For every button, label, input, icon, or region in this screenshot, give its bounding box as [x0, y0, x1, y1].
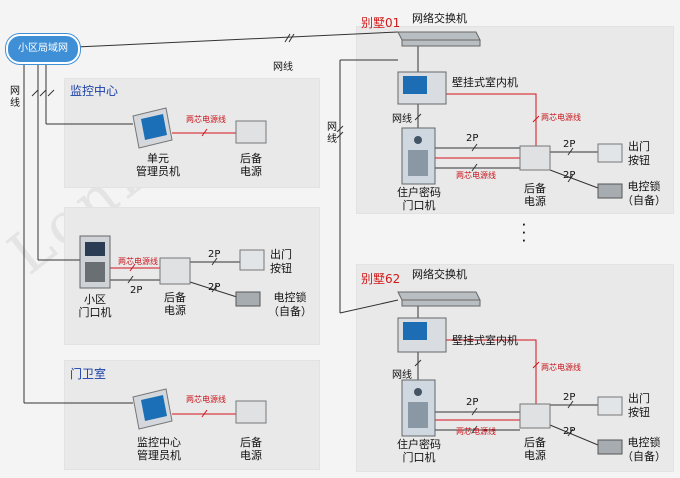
two-p-label-exit: 2P	[208, 249, 221, 260]
lock-label-v1: 电控锁 （自备）	[622, 180, 666, 207]
exit-button-label-v62: 出门 按钮	[628, 392, 650, 419]
exit-button-label-community: 出门 按钮	[270, 248, 292, 275]
power-wire-label-community: 两芯电源线	[118, 257, 158, 266]
two-p-label-v62-b: 2P	[563, 392, 576, 403]
villa-ellipsis: · · ·	[522, 220, 526, 247]
lan-cable-label-left: 网线	[10, 86, 20, 109]
backup-power-label-community: 后备 电源	[164, 291, 186, 317]
lock-label-community: 电控锁 （自备）	[268, 291, 312, 318]
power-wire-label-v1-door: 两芯电源线	[456, 171, 496, 180]
two-p-label-community: 2P	[130, 285, 143, 296]
guard-admin-console-illustration	[132, 388, 173, 430]
indoor-label-v1: 壁挂式室内机	[452, 76, 518, 89]
villa62-cable-label: 网线	[392, 370, 412, 381]
indoor-label-v62: 壁挂式室内机	[452, 334, 518, 347]
power-wire-label-v62-door: 两芯电源线	[456, 427, 496, 436]
community-door-station-illustration	[79, 235, 111, 289]
two-p-label-v1-c: 2P	[563, 170, 576, 181]
resident-door-label-v62: 住户密码 门口机	[397, 438, 441, 464]
monitor-admin-label: 监控中心 管理员机	[137, 436, 181, 462]
switch-label-v62: 网络交换机	[412, 268, 467, 281]
guard-room-zone	[64, 360, 320, 470]
exit-button-label-v1: 出门 按钮	[628, 140, 650, 167]
two-p-label-v62-a: 2P	[466, 397, 479, 408]
monitor-center-title: 监控中心	[70, 84, 119, 98]
two-p-label-v1-b: 2P	[563, 139, 576, 150]
power-wire-label-monitor: 两芯电源线	[186, 115, 226, 124]
backup-power-label-monitor: 后备 电源	[240, 152, 262, 178]
community-door-label: 小区 门口机	[78, 293, 112, 319]
community-lan-cloud: 小区局域网	[6, 34, 80, 64]
resident-door-label-v1: 住户密码 门口机	[397, 186, 441, 212]
villa01-cable-label: 网线	[392, 114, 412, 125]
power-wire-label-v62-indoor: 两芯电源线	[541, 363, 581, 372]
switch-label-v1: 网络交换机	[412, 12, 467, 25]
guard-room-title: 门卫室	[70, 367, 107, 381]
villa-01-title: 别墅01	[361, 16, 401, 30]
villa-62-title: 别墅62	[361, 272, 401, 286]
power-wire-label-guard: 两芯电源线	[186, 395, 226, 404]
two-p-label-v62-c: 2P	[563, 426, 576, 437]
backup-power-label-v1: 后备 电源	[524, 182, 546, 208]
unit-admin-console-illustration	[132, 107, 173, 149]
lan-cable-label-top: 网线	[273, 62, 293, 73]
lan-cable-label-right: 网线	[327, 122, 337, 145]
two-p-label-v1-a: 2P	[466, 133, 479, 144]
unit-admin-label: 单元 管理员机	[136, 152, 180, 178]
power-wire-label-v1-indoor: 两芯电源线	[541, 113, 581, 122]
backup-power-label-guard: 后备 电源	[240, 436, 262, 462]
backup-power-label-v62: 后备 电源	[524, 436, 546, 462]
two-p-label-lock: 2P	[208, 282, 221, 293]
lock-label-v62: 电控锁 （自备）	[622, 436, 666, 463]
